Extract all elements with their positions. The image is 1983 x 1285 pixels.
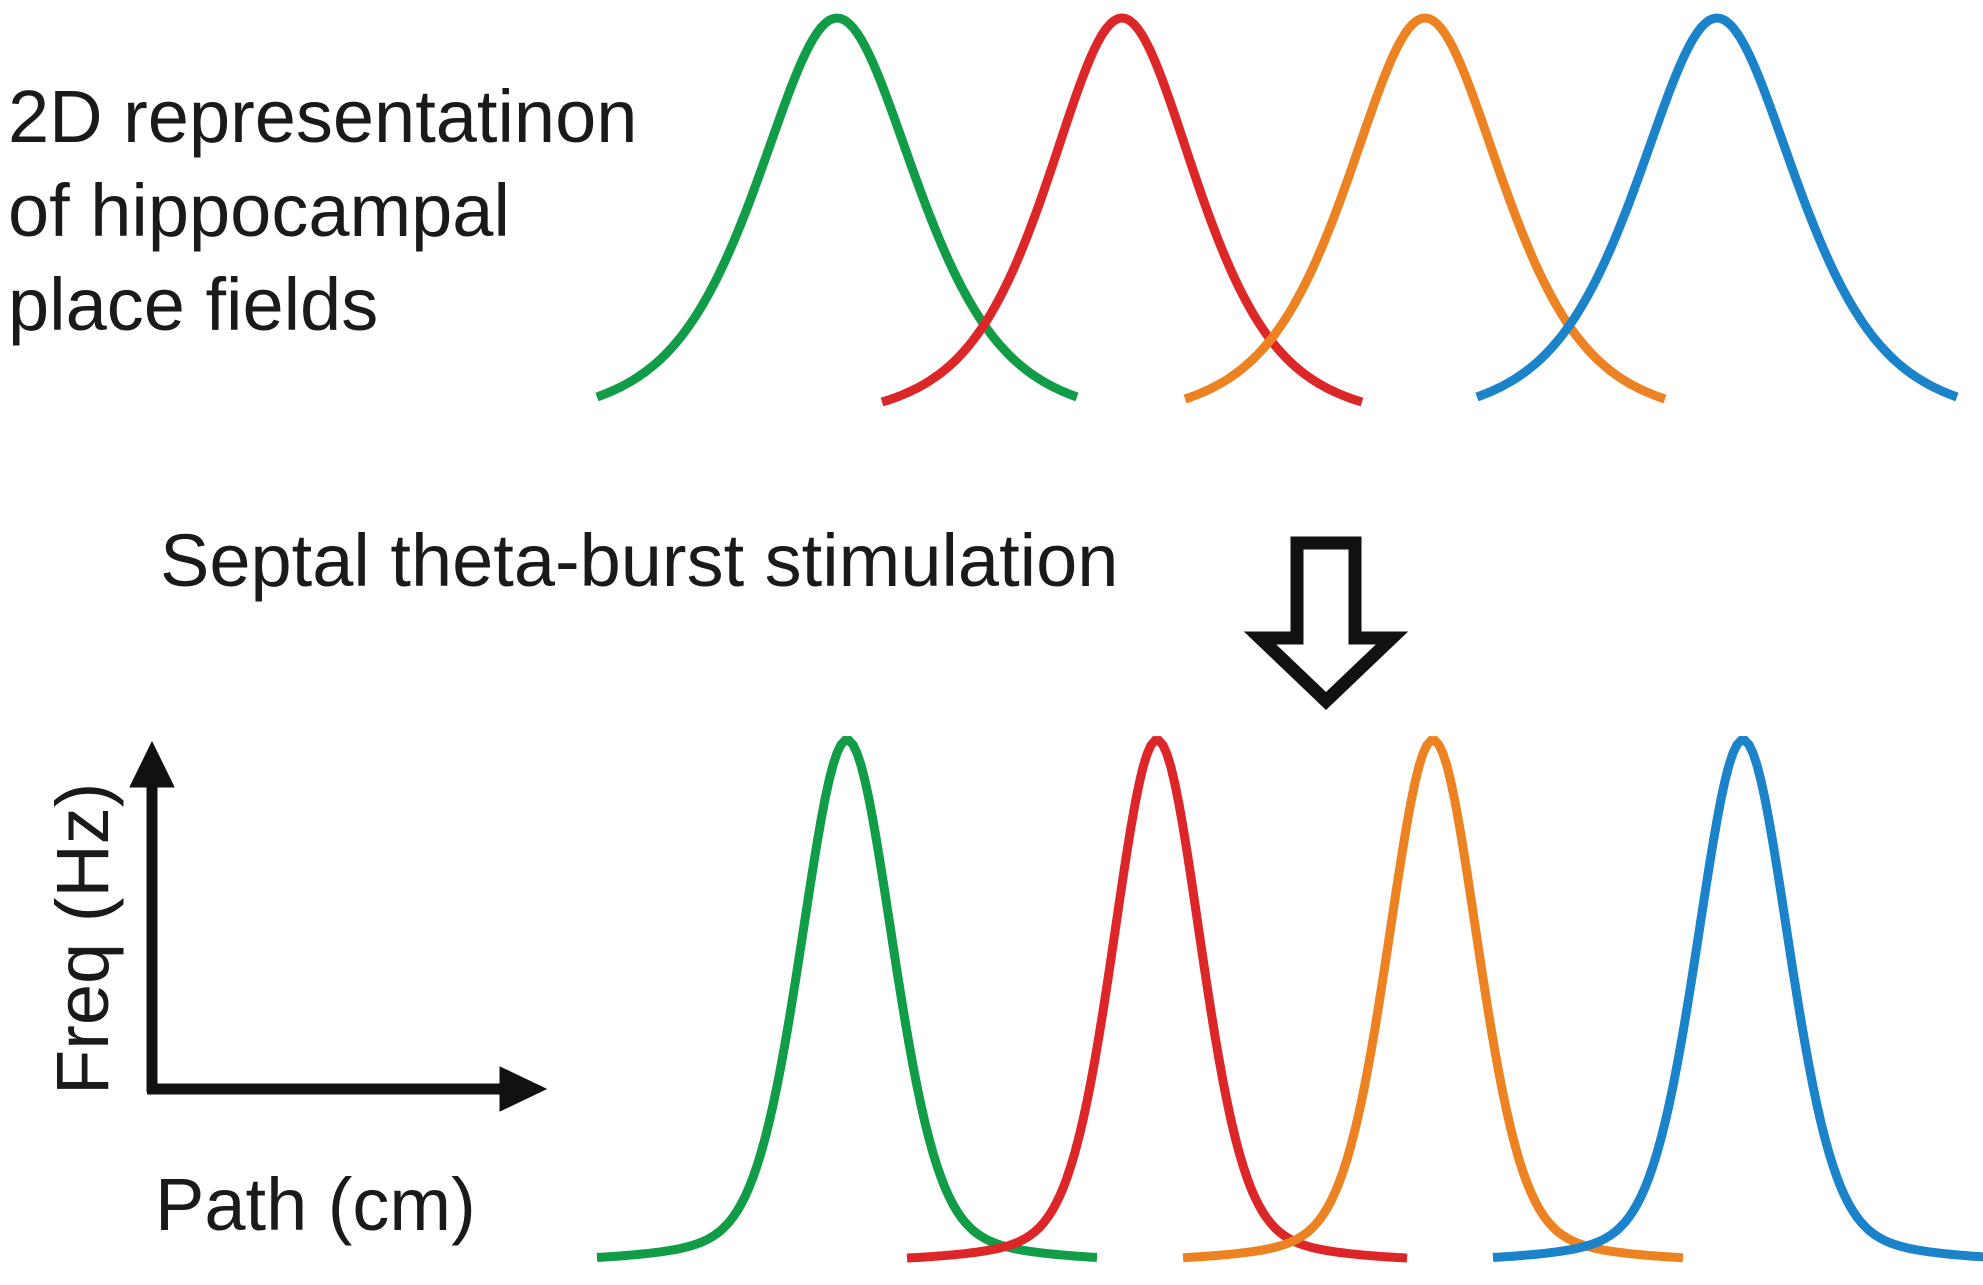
after-stimulation-green-field-curve — [596, 736, 1098, 1262]
x-axis-label: Path (cm) — [155, 1163, 476, 1246]
diagram-caption: 2D representatinon of hippocampal place … — [8, 70, 637, 352]
caption-line-3: place fields — [8, 263, 379, 346]
place-fields-before — [595, 13, 1959, 407]
after-stimulation-blue-field-curve — [1492, 736, 1983, 1262]
before-stimulation-red-field-curve — [880, 13, 1364, 407]
caption-line-2: of hippocampal — [8, 169, 510, 252]
after-stimulation-orange-field-curve — [1182, 736, 1684, 1263]
before-stimulation-green-field-curve — [595, 13, 1079, 402]
y-axis-arrowhead — [129, 740, 175, 788]
caption-line-1: 2D representatinon — [8, 75, 638, 158]
after-stimulation-red-field-curve — [906, 736, 1408, 1263]
before-stimulation-blue-field-curve — [1475, 13, 1959, 402]
stimulation-label: Septal theta-burst stimulation — [160, 519, 1119, 602]
place-fields-after — [596, 736, 1983, 1263]
y-axis-label: Freq (Hz) — [41, 782, 124, 1095]
axes-icon — [129, 740, 548, 1112]
down-arrow-icon — [1243, 536, 1409, 710]
x-axis-arrowhead — [499, 1066, 548, 1112]
before-stimulation-orange-field-curve — [1183, 13, 1667, 404]
